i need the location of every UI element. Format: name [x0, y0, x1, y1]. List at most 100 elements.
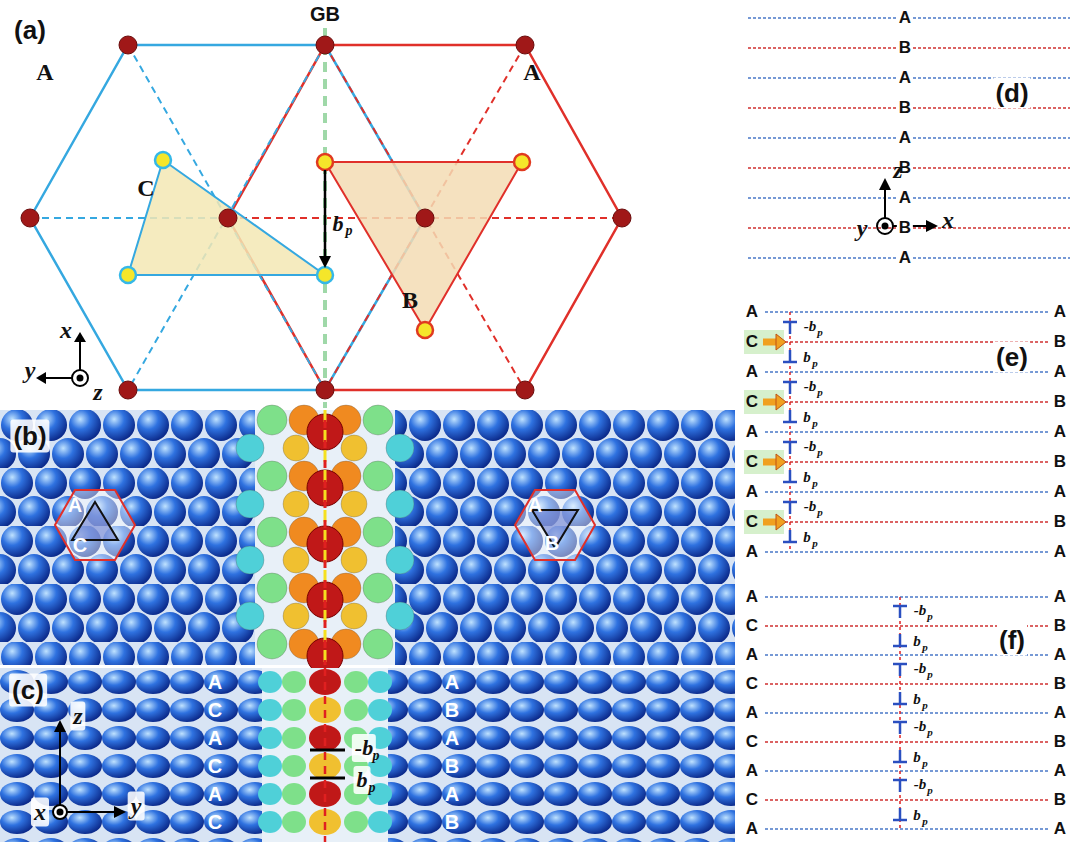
layer-label: C [746, 616, 758, 636]
burgers-vector: b [913, 691, 921, 708]
layer-label: A [746, 761, 758, 781]
axis-label: y [25, 357, 36, 384]
subscript: p [812, 477, 818, 489]
layer-label: A [1054, 819, 1066, 839]
subscript: p [922, 641, 928, 653]
layer-label: A [1054, 645, 1066, 665]
panel-label: (c) [9, 674, 47, 707]
subscript: p [346, 223, 353, 239]
layer-label: A [1054, 302, 1066, 322]
burgers-vector: -b [804, 498, 817, 515]
layer-label: A [1054, 761, 1066, 781]
layer-label: A [208, 783, 222, 806]
panel-label: (e) [994, 342, 1030, 373]
layer-label: A [897, 8, 913, 28]
burgers-vector: -b [804, 318, 817, 335]
layer-label: A [746, 645, 758, 665]
subscript: p [922, 757, 928, 769]
axis-label: z [70, 702, 85, 731]
panel-label: (d) [993, 78, 1030, 109]
axis-label: y [857, 215, 868, 242]
layer-label: B [1054, 616, 1066, 636]
layer-label: C [208, 699, 222, 722]
layer-label: A [1054, 587, 1066, 607]
layer-label: A [746, 422, 758, 442]
layer-label: C [746, 790, 758, 810]
axis-label: x [60, 317, 72, 344]
subscript: p [369, 780, 376, 796]
layer-label: C [208, 755, 222, 778]
layer-label: A [1054, 542, 1066, 562]
subscript: p [817, 326, 823, 338]
burgers-vector: b [803, 469, 811, 486]
layer-label: A [746, 362, 758, 382]
subscript: p [927, 610, 933, 622]
layer-label: A [1054, 422, 1066, 442]
axis-label: y [128, 792, 145, 821]
subscript: p [812, 357, 818, 369]
site-label: A [36, 59, 53, 86]
layer-label: A [897, 248, 913, 268]
subscript: p [373, 748, 380, 764]
layer-label: B [1054, 512, 1066, 532]
layer-label: A [746, 302, 758, 322]
burgers-vector: b [354, 766, 371, 794]
burgers-vector: b [803, 529, 811, 546]
subscript: p [922, 815, 928, 827]
panel-label: (a) [14, 15, 46, 46]
layer-label: B [1054, 674, 1066, 694]
burgers-vector: -b [804, 378, 817, 395]
layer-label: B [1054, 732, 1066, 752]
lattice-a [21, 28, 631, 408]
burgers-vector: -b [914, 660, 927, 677]
axis-label: z [893, 157, 902, 184]
layer-label: C [746, 392, 758, 412]
layer-label: A [746, 542, 758, 562]
layer-label: A [445, 783, 459, 806]
layer-label: A [445, 727, 459, 750]
layer-label: A [445, 671, 459, 694]
layer-label: B [445, 811, 459, 834]
burgers-vector: -b [914, 602, 927, 619]
layer-label: A [746, 587, 758, 607]
layer-label: C [746, 732, 758, 752]
layer-label: A [68, 494, 82, 517]
layer-label: B [897, 38, 913, 58]
overlays [53, 178, 938, 819]
layer-label: C [746, 332, 758, 352]
layer-label: B [897, 98, 913, 118]
layer-label: A [897, 188, 913, 208]
burgers-vector: b [803, 349, 811, 366]
layer-label: C [208, 811, 222, 834]
layer-label: A [746, 703, 758, 723]
subscript: p [927, 726, 933, 738]
axis-label: x [942, 207, 954, 234]
burgers-vector: -b [914, 776, 927, 793]
subscript: p [817, 506, 823, 518]
subscript: p [812, 537, 818, 549]
atoms-b [0, 410, 735, 665]
layer-label: B [897, 218, 913, 238]
atoms-c [0, 668, 735, 842]
layer-label: B [1054, 392, 1066, 412]
boundary-label: GB [308, 3, 342, 26]
layer-label: C [746, 512, 758, 532]
site-label: A [523, 59, 540, 86]
burgers-vector: b [913, 749, 921, 766]
layer-label: A [528, 494, 542, 517]
panel-label: (f) [997, 625, 1027, 656]
burgers-vector: b [913, 807, 921, 824]
burgers-vector: b [803, 409, 811, 426]
burgers-vector: -b [804, 438, 817, 455]
layer-label: A [208, 671, 222, 694]
layer-label: C [746, 452, 758, 472]
burgers-vector: b [333, 211, 344, 237]
layer-label: C [746, 674, 758, 694]
layer-label: C [73, 534, 87, 557]
layer-label: B [1054, 332, 1066, 352]
layer-label: A [1054, 703, 1066, 723]
layer-label: A [746, 482, 758, 502]
site-label: C [137, 175, 154, 202]
layer-label: A [1054, 482, 1066, 502]
